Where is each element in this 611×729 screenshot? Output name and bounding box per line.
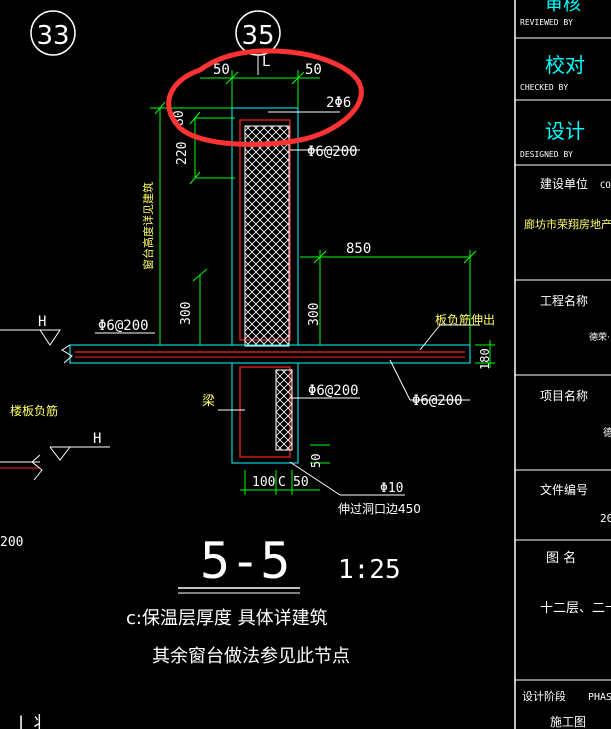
left-vertical-dimension [150, 101, 235, 345]
dim-300-left: 300 [179, 302, 194, 325]
axis-label-35: 35 [241, 21, 274, 51]
label-beam: 梁 [202, 394, 215, 409]
leader-lines-top [268, 111, 360, 151]
tb-project-label: 工程名称 [540, 293, 588, 308]
tb-checked-en: CHECKED BY [520, 83, 568, 92]
note-line-2: 其余窗台做法参见此节点 [152, 646, 350, 667]
tb-file-value: 20 [600, 512, 611, 525]
dim-bottom-c: C [278, 475, 286, 490]
tb-client-name: 廊坊市荣翔房地产开发 [524, 217, 611, 231]
bottom-dimension [240, 444, 330, 495]
label-2phi6: 2Φ6 [326, 95, 351, 111]
tb-item-value: 德 [603, 426, 611, 439]
label-phi6-200-top: Φ6@200 [307, 144, 358, 160]
elev-mark-2-shape [0, 446, 110, 481]
leader-left-slab [0, 329, 155, 346]
dim-bottom-50: 50 [293, 475, 309, 490]
scale-label: 1:25 [338, 555, 401, 585]
tb-client-label: 建设单位 [540, 176, 588, 191]
tb-reviewed-cn: 审核 [545, 0, 581, 15]
dim-top-right: 50 [305, 62, 322, 78]
tb-construction: 施工图 [550, 715, 586, 729]
tb-item-label: 项目名称 [540, 388, 588, 403]
label-phi6-200-slab: Φ6@200 [412, 393, 463, 409]
red-markup-ellipse [166, 48, 364, 147]
floor-slab [61, 344, 471, 364]
window-sill-note: 窗台高度详见建筑 [141, 182, 155, 270]
axis-bubble-35: 35 [235, 10, 281, 56]
label-anchor-note: 伸过洞口边450 [338, 502, 421, 516]
label-phi6-200-left: Φ6@200 [98, 318, 149, 334]
tb-designed-en: DESIGNED BY [520, 150, 573, 159]
label-slab-neg: 楼板负筋 [10, 403, 58, 418]
insulation-hatch-upper [244, 125, 290, 347]
label-far-left-200: 200 [0, 535, 23, 550]
tb-client-code: CO [600, 181, 611, 191]
dim-180: 180 [478, 348, 492, 370]
dim-180-line [475, 340, 495, 368]
dim-300-right: 300 [307, 303, 322, 326]
elev-mark-1: H [38, 314, 46, 330]
leader-slab-extend [419, 324, 441, 351]
tb-project-value: 德荣· [589, 331, 610, 343]
dim-850-line [300, 250, 477, 345]
dim-top-mid: L [262, 54, 270, 70]
dim-220: 220 [175, 142, 190, 165]
axis-bubble-33: 33 [30, 10, 76, 56]
dim-side-50: 50 [309, 454, 323, 468]
label-phi10: Φ10 [380, 481, 403, 496]
bottom-left-partial: | 丬 [18, 713, 48, 729]
note-line-1: c:保温层厚度 具体详建筑 [126, 608, 328, 629]
tb-phase-value: PHAS [588, 692, 611, 703]
section-title: 5-5 [200, 532, 290, 590]
tb-phase-label: 设计阶段 [522, 689, 566, 703]
label-phi6-200-mid: Φ6@200 [308, 383, 359, 399]
title-block [514, 0, 611, 729]
dim-top-left: 50 [213, 62, 230, 78]
tb-checked-cn: 校对 [545, 53, 585, 77]
axis-label-33: 33 [36, 21, 69, 51]
beam-lower [231, 362, 299, 464]
tb-designed-cn: 设计 [545, 119, 585, 143]
top-dimension [200, 70, 320, 110]
tb-drawing-value: 十二层、二十五层 [540, 601, 611, 616]
tb-drawing-label: 图 名 [546, 550, 576, 566]
tb-file-label: 文件编号 [540, 482, 588, 497]
elev-mark-2: H [93, 431, 101, 447]
tb-reviewed-en: REVIEWED BY [520, 18, 573, 27]
dim-850: 850 [346, 241, 371, 257]
label-slab-extend: 板负筋伸出 [435, 312, 495, 327]
dim-bottom-100: 100 [252, 475, 275, 490]
